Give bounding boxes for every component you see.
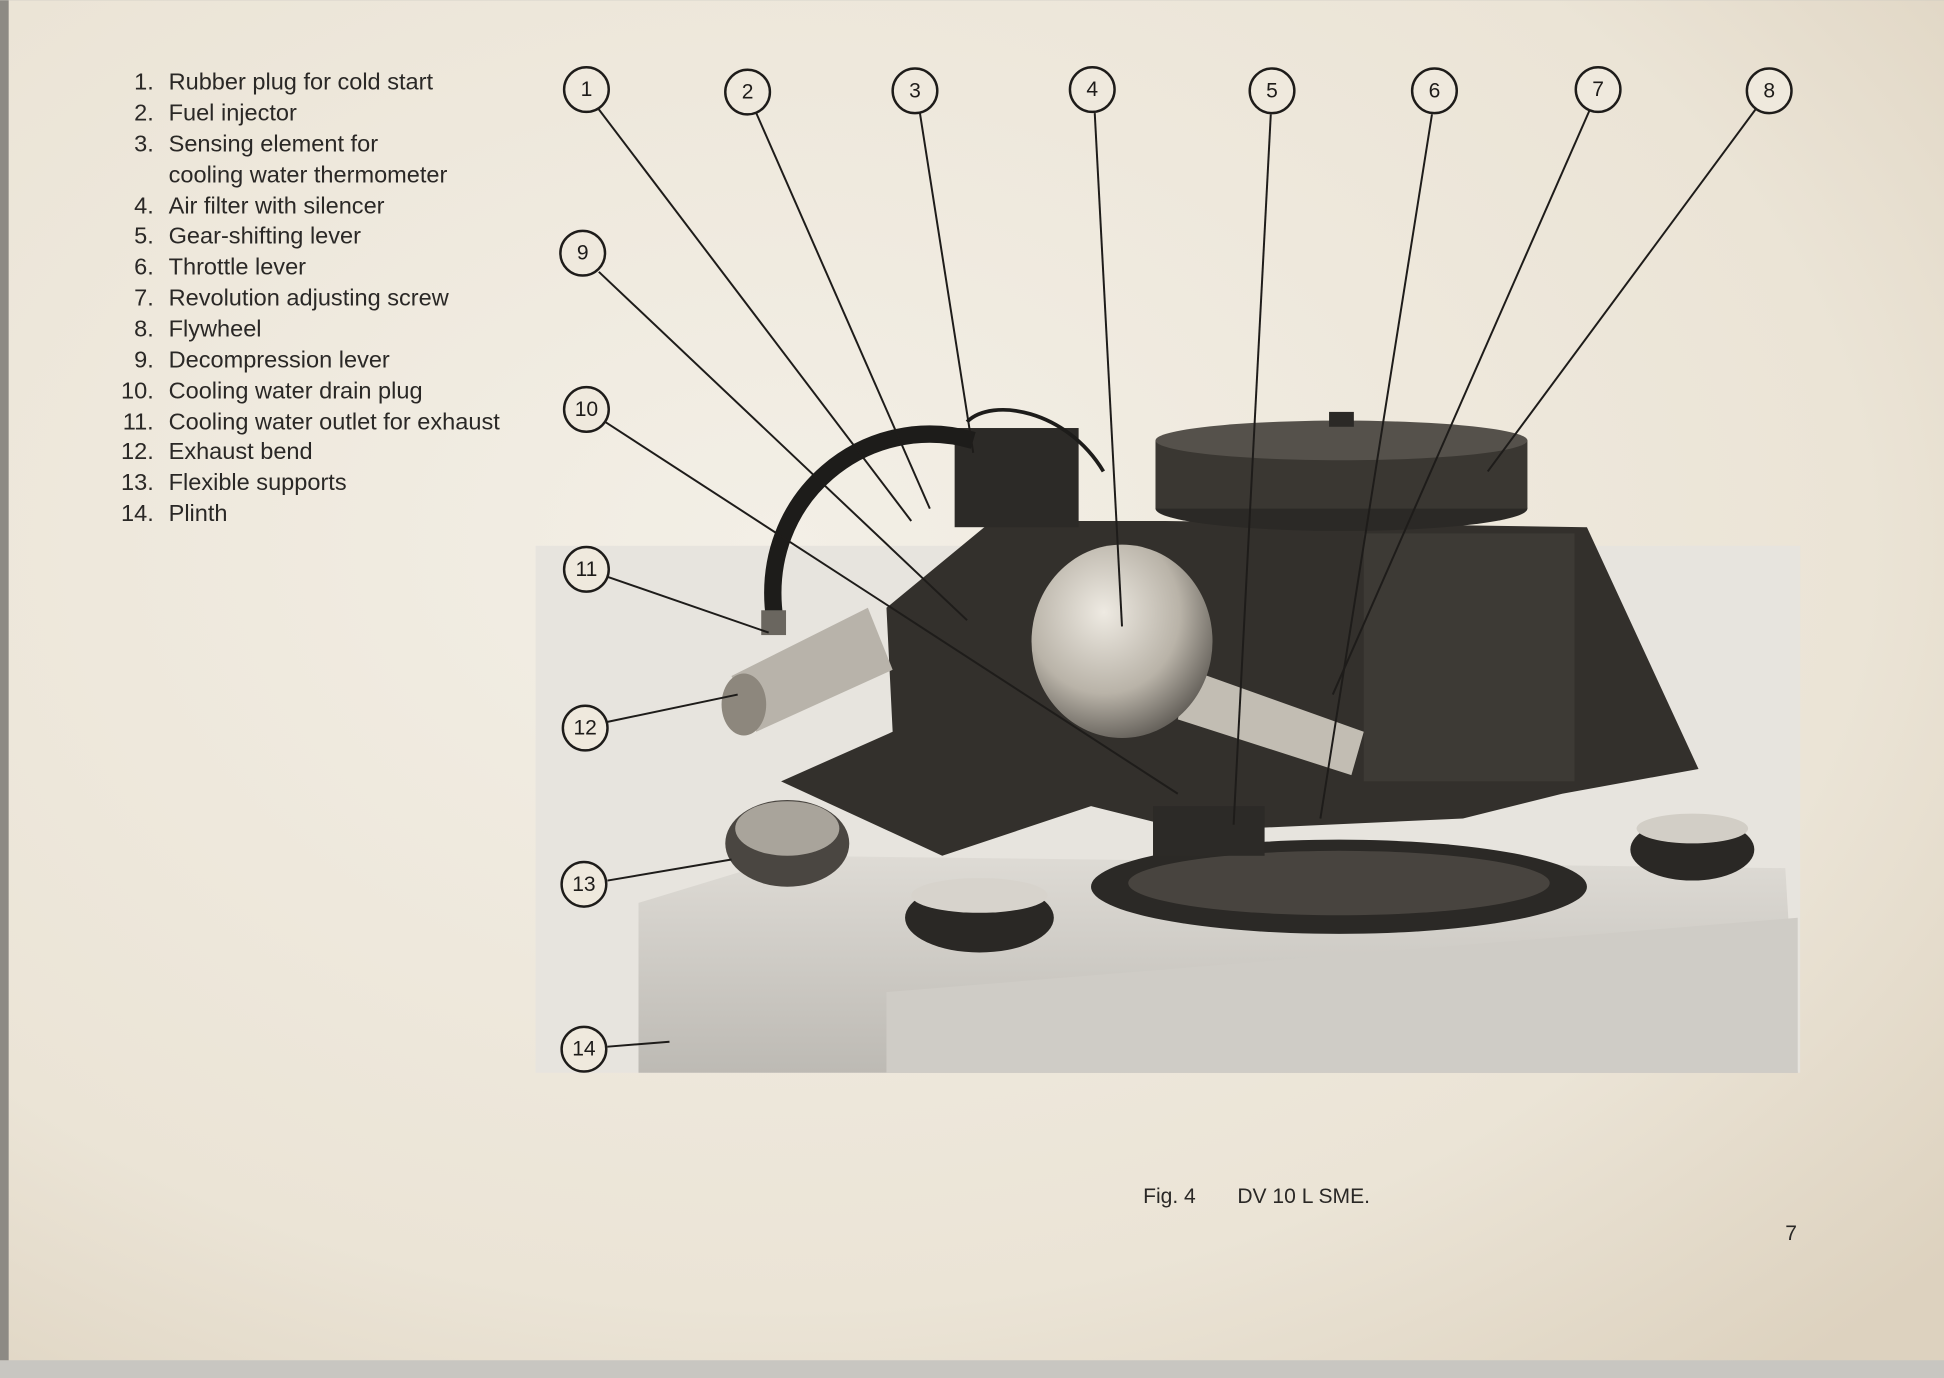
legend-number: 9. [134,346,154,372]
figure-number: Fig. 4 [1143,1185,1196,1208]
hose [764,425,976,622]
svg-text:8: 8 [1763,79,1775,102]
legend-item: Throttle lever [169,253,307,279]
legend-item: Decompression lever [169,346,390,372]
callout-3: 3 [891,67,939,115]
svg-text:11: 11 [575,558,597,581]
callout-10: 10 [562,385,610,433]
svg-text:1: 1 [581,78,593,101]
callout-2: 2 [724,68,772,116]
callout-7: 7 [1574,66,1622,114]
svg-text:3: 3 [909,79,921,102]
engine-photo [535,408,1801,1073]
svg-text:6: 6 [1429,79,1441,102]
figure-caption: DV 10 L SME. [1237,1185,1370,1208]
legend-item: Revolution adjusting screw [169,284,450,310]
legend-number: 12. [121,438,154,464]
callout-5: 5 [1248,67,1296,115]
callout-11: 11 [562,545,610,593]
callout-13: 13 [560,860,608,908]
legend-number: 13. [121,469,154,495]
svg-text:7: 7 [1592,78,1604,101]
legend-item: Flywheel [169,315,262,341]
callout-14: 14 [560,1025,608,1073]
legend-number: 7. [134,284,154,310]
callout-9: 9 [559,229,607,277]
legend-number: 5. [134,222,154,248]
legend-item: Rubber plug for cold start [169,69,434,95]
svg-text:9: 9 [577,242,589,265]
air-filter [1031,544,1213,738]
svg-text:10: 10 [575,398,598,421]
callout-8: 8 [1745,67,1793,115]
svg-text:5: 5 [1266,79,1278,102]
legend-number: 6. [134,253,154,279]
exhaust-bend [731,607,893,732]
legend-item: Cooling water drain plug [169,377,423,403]
legend-number: 4. [134,193,154,219]
legend-number: 14. [121,500,154,526]
page-number: 7 [1785,1222,1797,1245]
scan-background [0,1360,1944,1378]
legend-number: 8. [134,315,154,341]
legend-item: Gear-shifting lever [169,222,362,248]
binding-edge [0,0,9,1361]
leader-lines [598,108,1757,1048]
legend-item: Exhaust bend [169,438,313,464]
svg-text:4: 4 [1086,78,1098,101]
callout-4: 4 [1068,66,1116,114]
parts-legend: 1. Rubber plug for cold start 2. Fuel in… [121,69,500,526]
legend-number: 10. [121,377,154,403]
callout-1: 1 [562,66,610,114]
svg-text:12: 12 [573,717,596,740]
legend-item: Air filter with silencer [169,193,385,219]
legend-item: Cooling water outlet for exhaust [169,408,501,434]
legend-number: 1. [134,69,154,95]
legend-item: Fuel injector [169,100,297,126]
legend-number: 2. [134,100,154,126]
legend-number: 3. [134,131,154,157]
legend-number: 11. [123,408,154,434]
svg-text:2: 2 [742,81,754,104]
legend-item: Flexible supports [169,469,347,495]
legend-item-continued: cooling water thermometer [169,162,448,188]
legend-item: Sensing element for [169,131,379,157]
legend-item: Plinth [169,500,228,526]
callout-12: 12 [561,704,609,752]
callout-6: 6 [1410,67,1458,115]
svg-text:13: 13 [572,873,595,896]
svg-text:14: 14 [572,1038,596,1061]
